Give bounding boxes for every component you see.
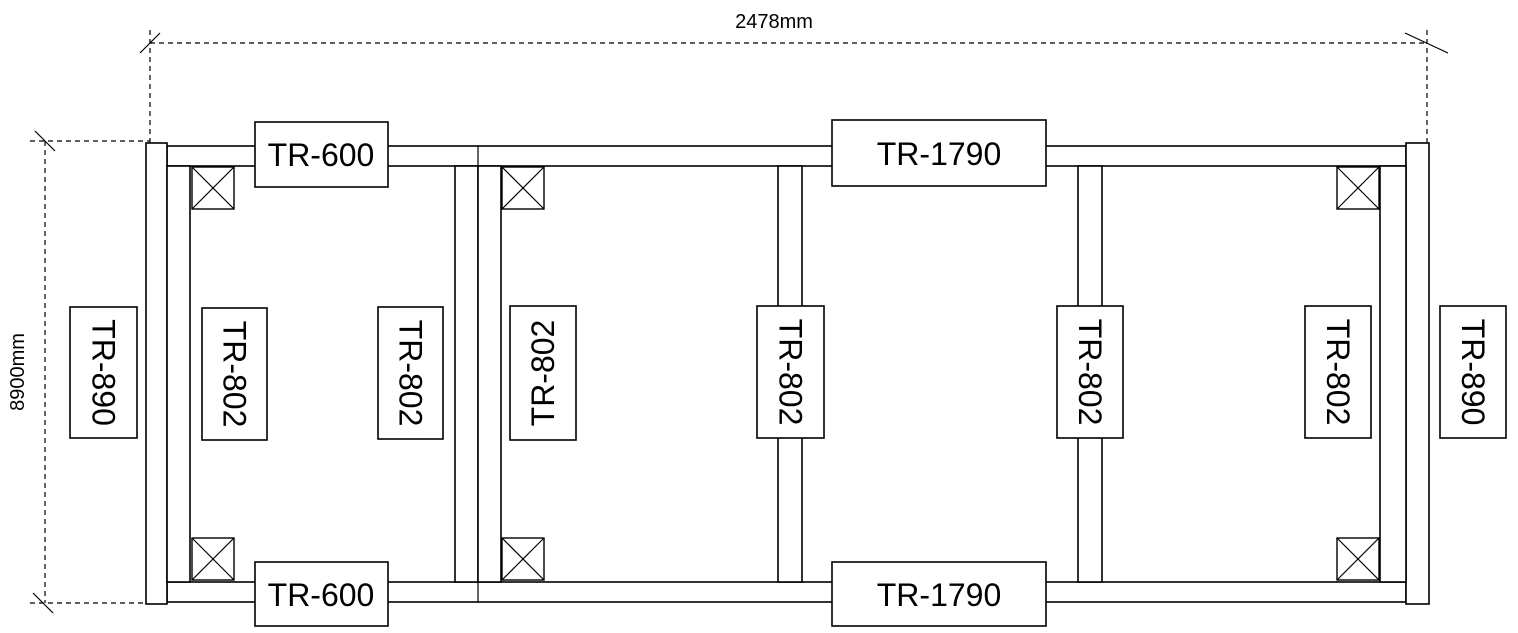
corner-bracket-bottom-right: [1336, 537, 1380, 581]
label-bottom-left-rail: TR-600: [254, 561, 389, 627]
corner-bracket-top-left: [191, 166, 235, 210]
label-text: TR-600: [268, 137, 375, 173]
label-text: TR-802: [1072, 319, 1108, 426]
label-top-right-rail: TR-1790: [831, 119, 1047, 187]
label-text: TR-802: [773, 319, 809, 426]
partition-bar-left: [454, 165, 479, 583]
corner-bracket-top-bay: [501, 166, 545, 210]
right-end-post: [1405, 142, 1430, 605]
label-bay-left-bar: TR-802: [509, 305, 577, 441]
label-text: TR-600: [268, 577, 375, 613]
height-label: 8900mm: [7, 333, 29, 411]
right-inner-bar: [1379, 165, 1407, 583]
label-text: TR-802: [1320, 319, 1356, 426]
partition-bar-right: [477, 165, 502, 583]
left-end-post: [145, 142, 168, 605]
label-text: TR-802: [393, 320, 429, 427]
corner-bracket-bottom-left: [191, 537, 235, 581]
left-inner-bar: [166, 165, 191, 583]
height-dimension: 8900mm: [7, 130, 150, 614]
width-dimension: 2478mm: [139, 11, 1449, 146]
label-right-center-bar: TR-802: [1056, 305, 1124, 439]
label-text: TR-802: [525, 320, 561, 427]
label-right-inner-bar: TR-802: [1304, 305, 1372, 439]
label-text: TR-890: [86, 319, 122, 426]
width-tick-left: [139, 32, 161, 54]
corner-bracket-top-right: [1336, 166, 1380, 210]
label-text: TR-890: [1455, 319, 1491, 426]
corner-bracket-bottom-bay: [501, 537, 545, 581]
label-left-end-post: TR-890: [69, 306, 138, 439]
height-tick-top: [34, 130, 56, 152]
label-left-inner-bar: TR-802: [201, 307, 268, 441]
width-tick-right: [1404, 32, 1449, 54]
label-text: TR-802: [217, 321, 253, 428]
label-partition-bar: TR-802: [377, 306, 444, 440]
label-text: TR-1790: [877, 136, 1002, 172]
label-center-bar: TR-802: [756, 305, 825, 439]
label-bottom-right-rail: TR-1790: [831, 561, 1047, 627]
label-top-left-rail: TR-600: [254, 121, 389, 188]
height-tick-bottom: [32, 592, 54, 614]
label-text: TR-1790: [877, 577, 1002, 613]
width-label: 2478mm: [735, 11, 813, 33]
label-right-end-post: TR-890: [1439, 305, 1507, 439]
